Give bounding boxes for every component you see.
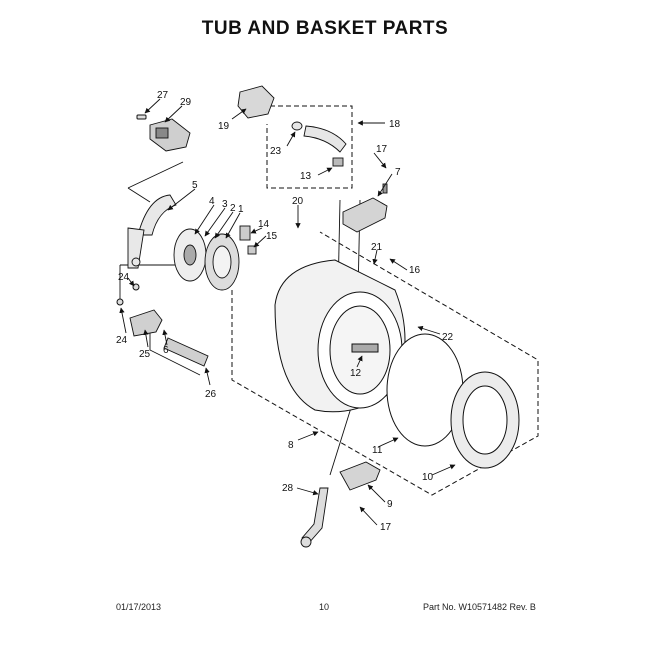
group-outline-18 <box>266 105 353 189</box>
callout-7: 7 <box>395 167 401 178</box>
part-25-heater-bracket <box>129 309 163 337</box>
part-5-bellows <box>127 194 177 269</box>
part-28-hose <box>300 487 329 548</box>
callout-17-bottom: 17 <box>380 522 392 533</box>
callout-16: 16 <box>409 265 421 276</box>
part-14-15-bracket <box>239 225 257 255</box>
part-8-tub <box>274 259 406 413</box>
callout-arrows <box>119 98 456 526</box>
part-10-ring <box>450 371 520 469</box>
page-title: TUB AND BASKET PARTS <box>201 18 449 39</box>
callout-27: 27 <box>157 90 169 101</box>
callout-14: 14 <box>258 219 270 230</box>
callout-9: 9 <box>387 499 393 510</box>
callout-20: 20 <box>292 196 304 207</box>
callout-24-bottom: 24 <box>116 335 128 346</box>
tub-outline-dashed <box>231 231 539 496</box>
leader-lines <box>119 161 361 476</box>
callout-22: 22 <box>442 332 454 343</box>
callout-21: 21 <box>371 242 383 253</box>
part-3-4-pulley <box>173 228 207 282</box>
callout-2: 2 <box>230 203 236 214</box>
callout-15: 15 <box>266 231 278 242</box>
callout-17-top: 17 <box>376 144 388 155</box>
callout-10: 10 <box>422 472 434 483</box>
callout-1: 1 <box>238 204 244 215</box>
footer-date: 01/17/2013 <box>116 602 162 612</box>
callout-28: 28 <box>282 483 294 494</box>
callout-19: 19 <box>218 121 230 132</box>
part-hose-assembly <box>291 121 347 167</box>
part-7-bracket <box>342 183 388 233</box>
part-19-inlet <box>237 85 275 119</box>
callout-13: 13 <box>300 171 312 182</box>
callout-24-top: 24 <box>118 272 130 283</box>
callout-12: 12 <box>350 368 362 379</box>
part-1-2-rotor <box>204 233 240 291</box>
footer-part-number: Part No. W10571482 Rev. B <box>423 602 536 612</box>
callout-25: 25 <box>139 349 151 360</box>
callout-5: 5 <box>192 180 198 191</box>
callout-26: 26 <box>205 389 217 400</box>
callout-6: 6 <box>163 345 169 356</box>
callout-23: 23 <box>270 146 282 157</box>
callout-8: 8 <box>288 440 294 451</box>
footer-page-number: 10 <box>319 602 330 612</box>
callout-18: 18 <box>389 119 401 130</box>
part-9-bracket <box>339 461 381 491</box>
callout-3: 3 <box>222 199 228 210</box>
callout-11: 11 <box>372 445 383 456</box>
part-29-drain-pump <box>149 118 191 152</box>
callout-labels: 27 29 19 18 23 13 17 7 5 4 3 2 1 14 15 2… <box>116 90 454 533</box>
part-27-screw <box>136 114 147 120</box>
callout-4: 4 <box>209 196 215 207</box>
part-26-heater <box>163 337 209 367</box>
part-24-screw <box>116 283 140 306</box>
callout-29: 29 <box>180 97 192 108</box>
